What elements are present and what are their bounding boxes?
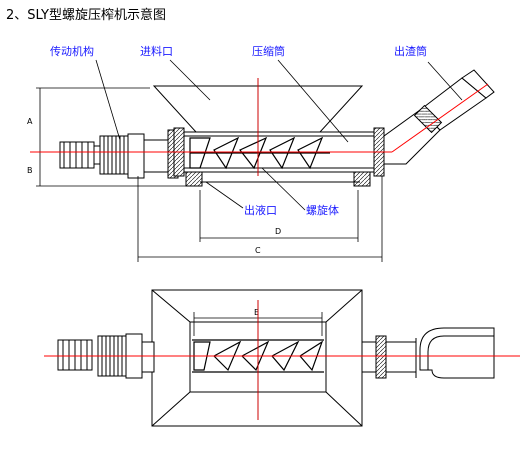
plan-outlet-elbow [415, 327, 495, 379]
label-drive: 传动机构 [50, 44, 94, 58]
plan-view [57, 289, 495, 427]
chute-center-line [391, 83, 489, 153]
label-screw: 螺旋体 [306, 203, 339, 217]
leader-lines [95, 59, 463, 211]
slag-outlet-chute [383, 69, 495, 165]
motor-icon [59, 141, 101, 169]
diagram-title: 2、SLY型螺旋压榨机示意图 [6, 7, 166, 23]
dim-label-b: B [27, 166, 33, 175]
screw-flights [189, 136, 330, 170]
drive-gearbox [99, 129, 179, 179]
dim-label-c: C [255, 246, 261, 255]
label-liquid-outlet: 出液口 [244, 203, 277, 217]
label-slag-outlet: 出渣筒 [394, 44, 427, 58]
dim-label-e: E [254, 308, 259, 317]
side-view [36, 69, 495, 262]
label-barrel: 压缩筒 [252, 44, 285, 58]
dim-label-a: A [27, 117, 33, 126]
dim-label-d: D [275, 227, 281, 236]
label-inlet: 进料口 [140, 44, 173, 58]
